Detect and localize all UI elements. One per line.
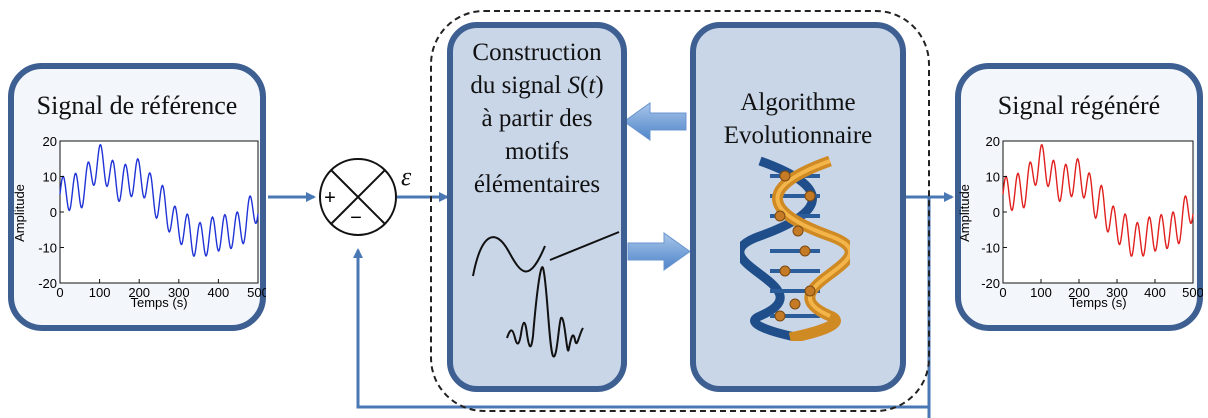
reference-xtick-label: 100: [89, 285, 111, 300]
motif-ramp: [549, 231, 620, 261]
reference-xlabel: Temps (s): [130, 295, 187, 310]
reference-signal-title: Signal de référence: [36, 91, 238, 120]
regenerated-xtick-label: 400: [1144, 285, 1166, 300]
regenerated-xtick-label: 100: [1030, 285, 1052, 300]
error-signal-label: ε: [401, 162, 412, 191]
regenerated-ytick-label: -20: [981, 276, 1000, 291]
elementary-motifs-icon: [472, 231, 620, 358]
regenerated-xtick-label: 200: [1068, 285, 1090, 300]
regenerated-signal-title: Signal régénéré: [997, 91, 1161, 120]
regenerated-ytick-label: 10: [986, 170, 1000, 185]
reference-ytick-label: -20: [38, 276, 57, 291]
optimization-loop-group: [430, 10, 930, 412]
reference-ytick-label: 10: [43, 170, 57, 185]
reference-ytick-label: -10: [38, 241, 57, 256]
algorithm-text: Algorithme Evolutionnaire: [696, 86, 900, 152]
comparator-plus-sign: +: [324, 187, 336, 209]
construction-text: Construction du signal S(t) à partir des…: [453, 36, 621, 201]
reference-ytick-label: 0: [50, 205, 57, 220]
reference-ytick-label: 20: [43, 134, 57, 149]
comparator-minus-sign: −: [350, 207, 362, 229]
regenerated-plot-frame: [1002, 140, 1194, 284]
dna-helix-icon: [740, 156, 850, 341]
reference-xtick-label: 0: [56, 285, 63, 300]
evolutionary-algorithm-block: Algorithme Evolutionnaire: [690, 22, 906, 392]
comparator-junction: [319, 158, 397, 236]
regenerated-xtick-label: 300: [1106, 285, 1128, 300]
regenerated-xtick-label: 500: [1182, 285, 1203, 300]
construction-line-3: à partir des: [481, 105, 593, 132]
reference-xtick-label: 500: [247, 285, 266, 300]
construction-line-2: du signal S(t): [470, 72, 604, 99]
regenerated-signal-line: [1002, 143, 1194, 257]
regenerated-ytick-label: 0: [993, 205, 1000, 220]
regenerated-ylabel: Amplitude: [957, 184, 972, 242]
block-arrow-right: [627, 232, 691, 271]
algorithm-line-2: Evolutionnaire: [723, 122, 873, 149]
reference-ylabel: Amplitude: [12, 184, 27, 242]
motif-wavelet: [506, 266, 584, 358]
regenerated-xlabel: Temps (s): [1069, 295, 1126, 310]
reference-xtick-label: 200: [128, 285, 150, 300]
reference-plot-frame: [59, 140, 259, 284]
regenerated-ytick-label: 20: [986, 134, 1000, 149]
regenerated-xtick-label: 0: [999, 285, 1006, 300]
reference-xtick-label: 300: [168, 285, 190, 300]
signal-construction-block: Construction du signal S(t) à partir des…: [447, 22, 627, 392]
algorithm-line-1: Algorithme: [740, 89, 856, 116]
construction-line-1: Construction: [472, 39, 602, 66]
motif-sine-wave: [472, 236, 546, 277]
reference-signal-line: [59, 143, 259, 257]
reference-xtick-label: 400: [208, 285, 230, 300]
construction-line-5: élémentaires: [473, 171, 601, 198]
regenerated-ytick-label: -10: [981, 241, 1000, 256]
construction-line-4: motifs: [505, 138, 569, 165]
block-arrow-left: [623, 102, 687, 141]
